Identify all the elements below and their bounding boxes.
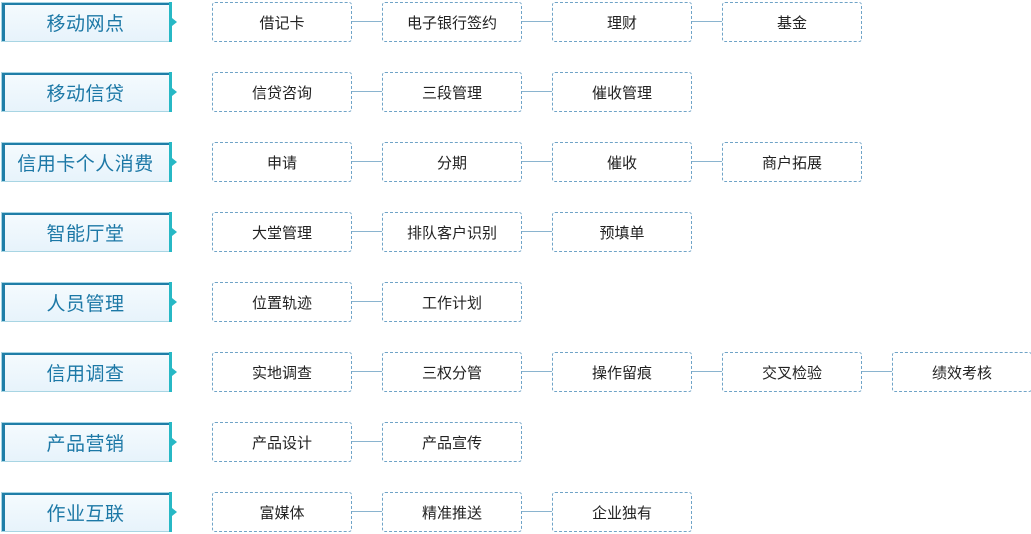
diagram-row: 作业互联 富媒体精准推送企业独有 [0,492,1031,534]
category-label: 移动网点 [1,2,169,42]
arrow-right-icon [172,508,177,516]
category-accent-bar [169,212,172,252]
function-item: 交叉检验 [722,352,862,392]
function-item: 排队客户识别 [382,212,522,252]
function-item: 企业独有 [552,492,692,532]
diagram-row: 信用调查 实地调查三权分管操作留痕交叉检验绩效考核 [0,352,1031,394]
connector-line [352,301,382,302]
function-item: 基金 [722,2,862,42]
diagram-row: 信用卡个人消费 申请分期催收商户拓展 [0,142,1031,184]
arrow-right-icon [172,88,177,96]
connector-line [522,161,552,162]
connector-line [522,231,552,232]
function-item: 大堂管理 [212,212,352,252]
connector-line [352,371,382,372]
arrow-right-icon [172,438,177,446]
arrow-right-icon [172,158,177,166]
diagram-row: 移动信贷 信贷咨询三段管理催收管理 [0,72,1031,114]
function-item: 绩效考核 [892,352,1031,392]
category-accent-bar [169,2,172,42]
connector-line [352,91,382,92]
function-item: 信贷咨询 [212,72,352,112]
arrow-right-icon [172,18,177,26]
connector-line [352,21,382,22]
function-item: 申请 [212,142,352,182]
category-accent-bar [169,422,172,462]
connector-line [522,91,552,92]
connector-line [352,161,382,162]
function-item: 理财 [552,2,692,42]
function-item: 实地调查 [212,352,352,392]
function-item: 产品设计 [212,422,352,462]
function-item: 预填单 [552,212,692,252]
arrow-right-icon [172,368,177,376]
category-label: 智能厅堂 [1,212,169,252]
category-label: 作业互联 [1,492,169,532]
function-item: 精准推送 [382,492,522,532]
function-item: 操作留痕 [552,352,692,392]
function-item: 三段管理 [382,72,522,112]
connector-line [352,231,382,232]
function-item: 催收 [552,142,692,182]
function-item: 分期 [382,142,522,182]
category-label: 信用调查 [1,352,169,392]
function-item: 商户拓展 [722,142,862,182]
function-item: 产品宣传 [382,422,522,462]
connector-line [522,21,552,22]
category-label: 移动信贷 [1,72,169,112]
category-label: 信用卡个人消费 [1,142,169,182]
connector-line [692,371,722,372]
connector-line [352,511,382,512]
connector-line [692,161,722,162]
diagram-row: 人员管理 位置轨迹工作计划 [0,282,1031,324]
connector-line [352,441,382,442]
function-item: 工作计划 [382,282,522,322]
connector-line [522,511,552,512]
arrow-right-icon [172,298,177,306]
function-item: 位置轨迹 [212,282,352,322]
diagram-row: 移动网点 借记卡电子银行签约理财基金 [0,2,1031,44]
category-label: 人员管理 [1,282,169,322]
category-label: 产品营销 [1,422,169,462]
connector-line [692,21,722,22]
category-accent-bar [169,352,172,392]
connector-line [862,371,892,372]
arrow-right-icon [172,228,177,236]
category-accent-bar [169,142,172,182]
diagram-row: 智能厅堂 大堂管理排队客户识别预填单 [0,212,1031,254]
category-accent-bar [169,492,172,532]
function-item: 电子银行签约 [382,2,522,42]
diagram-row: 产品营销 产品设计产品宣传 [0,422,1031,464]
category-accent-bar [169,282,172,322]
function-item: 三权分管 [382,352,522,392]
category-accent-bar [169,72,172,112]
function-item: 富媒体 [212,492,352,532]
function-item: 借记卡 [212,2,352,42]
connector-line [522,371,552,372]
function-item: 催收管理 [552,72,692,112]
